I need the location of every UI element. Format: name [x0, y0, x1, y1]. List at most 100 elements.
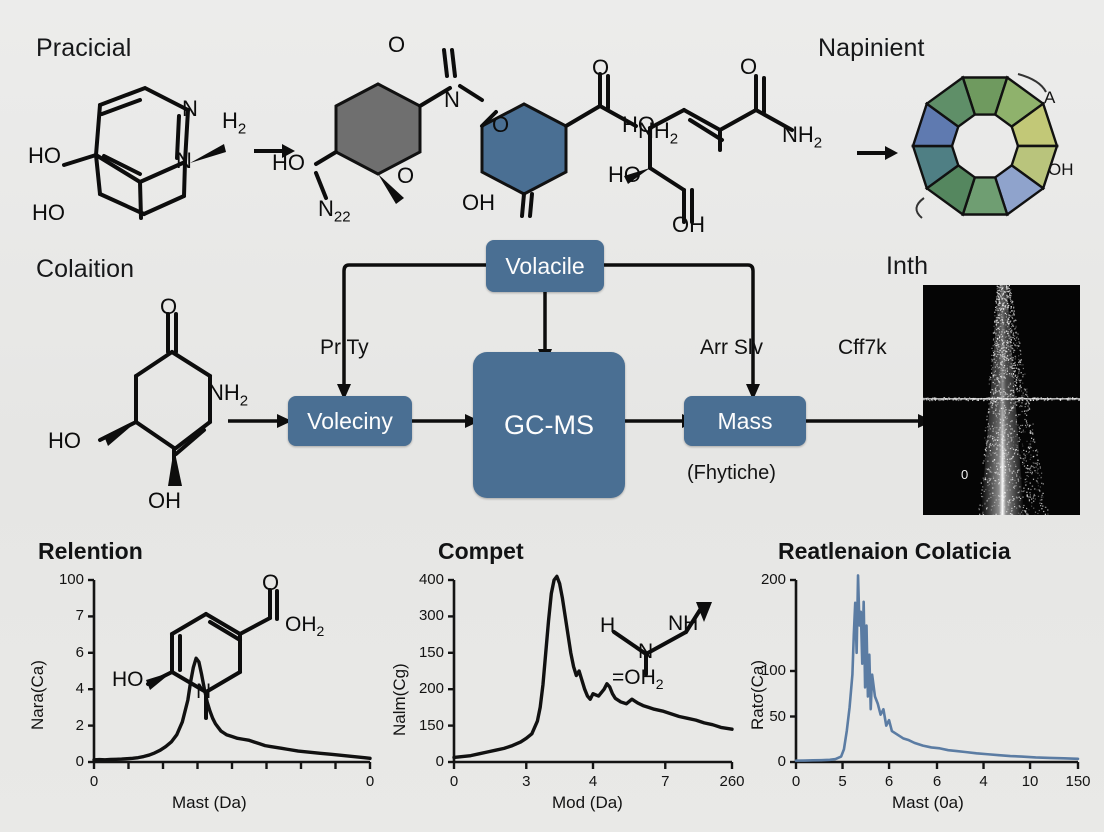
chart-compet-ylabel: Nalm(Cg) [390, 663, 409, 736]
y-tick-label: 150 [418, 643, 444, 661]
x-tick-label: 0 [89, 773, 99, 790]
midtop-label-nh2: NH2 [638, 118, 678, 147]
flow-edge-label-arr-slv: Arr Slv [700, 336, 763, 359]
flow-box-gcms-label: GC-MS [504, 409, 594, 440]
midtop-label-carbonyl-o: O [592, 55, 610, 80]
y-tick-label: 2 [75, 716, 84, 734]
ring-segment [924, 75, 977, 129]
righttop-nh2-sub: 2 [813, 134, 823, 152]
relention-overlay-ho: HO [112, 668, 144, 691]
y-tick-label: 100 [760, 662, 786, 679]
x-tick-label: 0 [791, 773, 801, 790]
y-tick-label: 200 [418, 680, 444, 698]
flow-box-volacile[interactable]: Volacile [486, 240, 604, 292]
colaition-label-o: O [160, 294, 178, 319]
colaition-label-oh: OH [148, 488, 181, 513]
righttop-label-oh: OH [672, 212, 705, 237]
midtop-label-o-wedge: O [397, 163, 415, 188]
midtop-label-ho: HO [272, 150, 305, 175]
pracicial-label-ho-lower: HO [32, 200, 65, 225]
molecule-right-top [624, 74, 794, 224]
righttop-nh2-text: NH [782, 122, 814, 147]
compet-overlay-h: H [600, 614, 616, 637]
midtop-nh2-sub: 2 [669, 130, 679, 148]
midtop-label-o-nitroso: O [388, 32, 406, 57]
ring-diagram-napinient [911, 73, 1059, 219]
compet-overlay-eqoh2-sub: 2 [655, 676, 664, 693]
chart-reatlenaion-svg [790, 574, 1080, 769]
flow-box-mass-sublabel: (Fhytiche) [687, 462, 776, 484]
chart-series-line [452, 574, 734, 760]
y-tick-label: 4 [75, 680, 84, 698]
reaction-arrow-1 [254, 144, 295, 158]
x-tick-label: 5 [838, 773, 847, 790]
colaition-nh2-sub: 2 [239, 392, 249, 410]
x-tick-label: 150 [1065, 773, 1091, 790]
ring-label-oh: OH [1048, 160, 1074, 179]
flow-box-voleciny-label: Voleciny [307, 407, 393, 434]
relention-overlay-n: N [196, 680, 212, 703]
midtop-n22-n: N [318, 196, 334, 221]
righttop-label-carbonyl-o: O [740, 54, 758, 79]
chart-reatlenaion-ylabel: Ratσ(Ca) [748, 659, 767, 730]
y-tick-label: 400 [418, 571, 444, 588]
y-tick-label: 100 [58, 571, 84, 588]
x-tick-label: 10 [1021, 773, 1039, 790]
molecule-overlay-relention [146, 588, 279, 720]
relention-overlay-oh2-text: OH [285, 613, 317, 636]
colaition-label-nh2: NH2 [208, 380, 248, 409]
chart-relention-xlabel: Mast (Da) [172, 793, 247, 812]
panel-title-napinient: Napinient [818, 34, 925, 62]
compet-overlay-n: N [638, 640, 654, 663]
flow-edge-label-cff7k: Cff7k [838, 336, 887, 359]
y-tick-label: 150 [418, 716, 444, 734]
x-tick-label: 6 [932, 773, 942, 790]
relention-overlay-oh2-sub: 2 [316, 623, 325, 640]
midtop-label-o-ester: O [492, 112, 510, 137]
righttop-label-ho-upper: HO [622, 112, 655, 137]
righttop-label-ho-lower: HO [608, 162, 641, 187]
pracicial-h: H [222, 108, 238, 133]
spectrogram-streak [923, 285, 1080, 515]
pracicial-label-n-top: N [182, 96, 198, 121]
righttop-label-nh2: NH2 [782, 122, 822, 151]
spectrogram-panel: 0 [923, 285, 1080, 515]
x-tick-label: 3 [522, 773, 531, 790]
compet-overlay-eqoh2-text: =OH [612, 666, 656, 689]
compet-overlay-nh: NH [668, 612, 699, 635]
flow-box-voleciny[interactable]: Voleciny [288, 396, 412, 446]
midtop-label-oh-blue: OH [462, 190, 495, 215]
molecule-middle-top [314, 48, 638, 218]
relention-overlay-o: O [262, 570, 280, 595]
y-tick-label: 0 [435, 753, 444, 770]
chart-title-reatlenaion: Reatlenaion Colaticia [778, 538, 1011, 564]
chart-title-relention: Relention [38, 538, 143, 564]
x-tick-label: 7 [661, 773, 670, 790]
flow-box-mass-label: Mass [717, 407, 773, 434]
x-tick-label: 0 [449, 773, 459, 790]
flow-box-gcms[interactable]: GC-MS [473, 352, 625, 498]
pracicial-h-sub: 2 [237, 120, 247, 138]
pracicial-label-h2: H2 [222, 108, 246, 137]
chart-relention-svg [88, 578, 372, 769]
chart-compet-xlabel: Mod (Da) [552, 793, 623, 812]
colaition-nh2-text: NH [208, 380, 240, 405]
relention-overlay-oh2: OH2 [285, 613, 324, 639]
x-tick-label: 4 [979, 773, 988, 790]
y-tick-label: 0 [777, 753, 786, 770]
flow-edge-label-pr-ty: Pr Ty [320, 336, 369, 359]
panel-title-pracicial: Pracicial [36, 34, 132, 62]
chart-title-compet: Compet [438, 538, 524, 564]
pracicial-label-ho-upper: HO [28, 143, 61, 168]
flow-box-mass[interactable]: Mass [684, 396, 806, 446]
midtop-label-n22: N22 [318, 196, 351, 225]
chart-reatlenaion-xlabel: Mast (0a) [892, 793, 964, 812]
midtop-label-n: N [444, 87, 460, 112]
y-tick-label: 50 [769, 707, 786, 725]
y-tick-label: 7 [75, 607, 84, 625]
y-tick-label: 200 [760, 571, 786, 588]
spectrogram-zero-label: 0 [961, 467, 969, 482]
